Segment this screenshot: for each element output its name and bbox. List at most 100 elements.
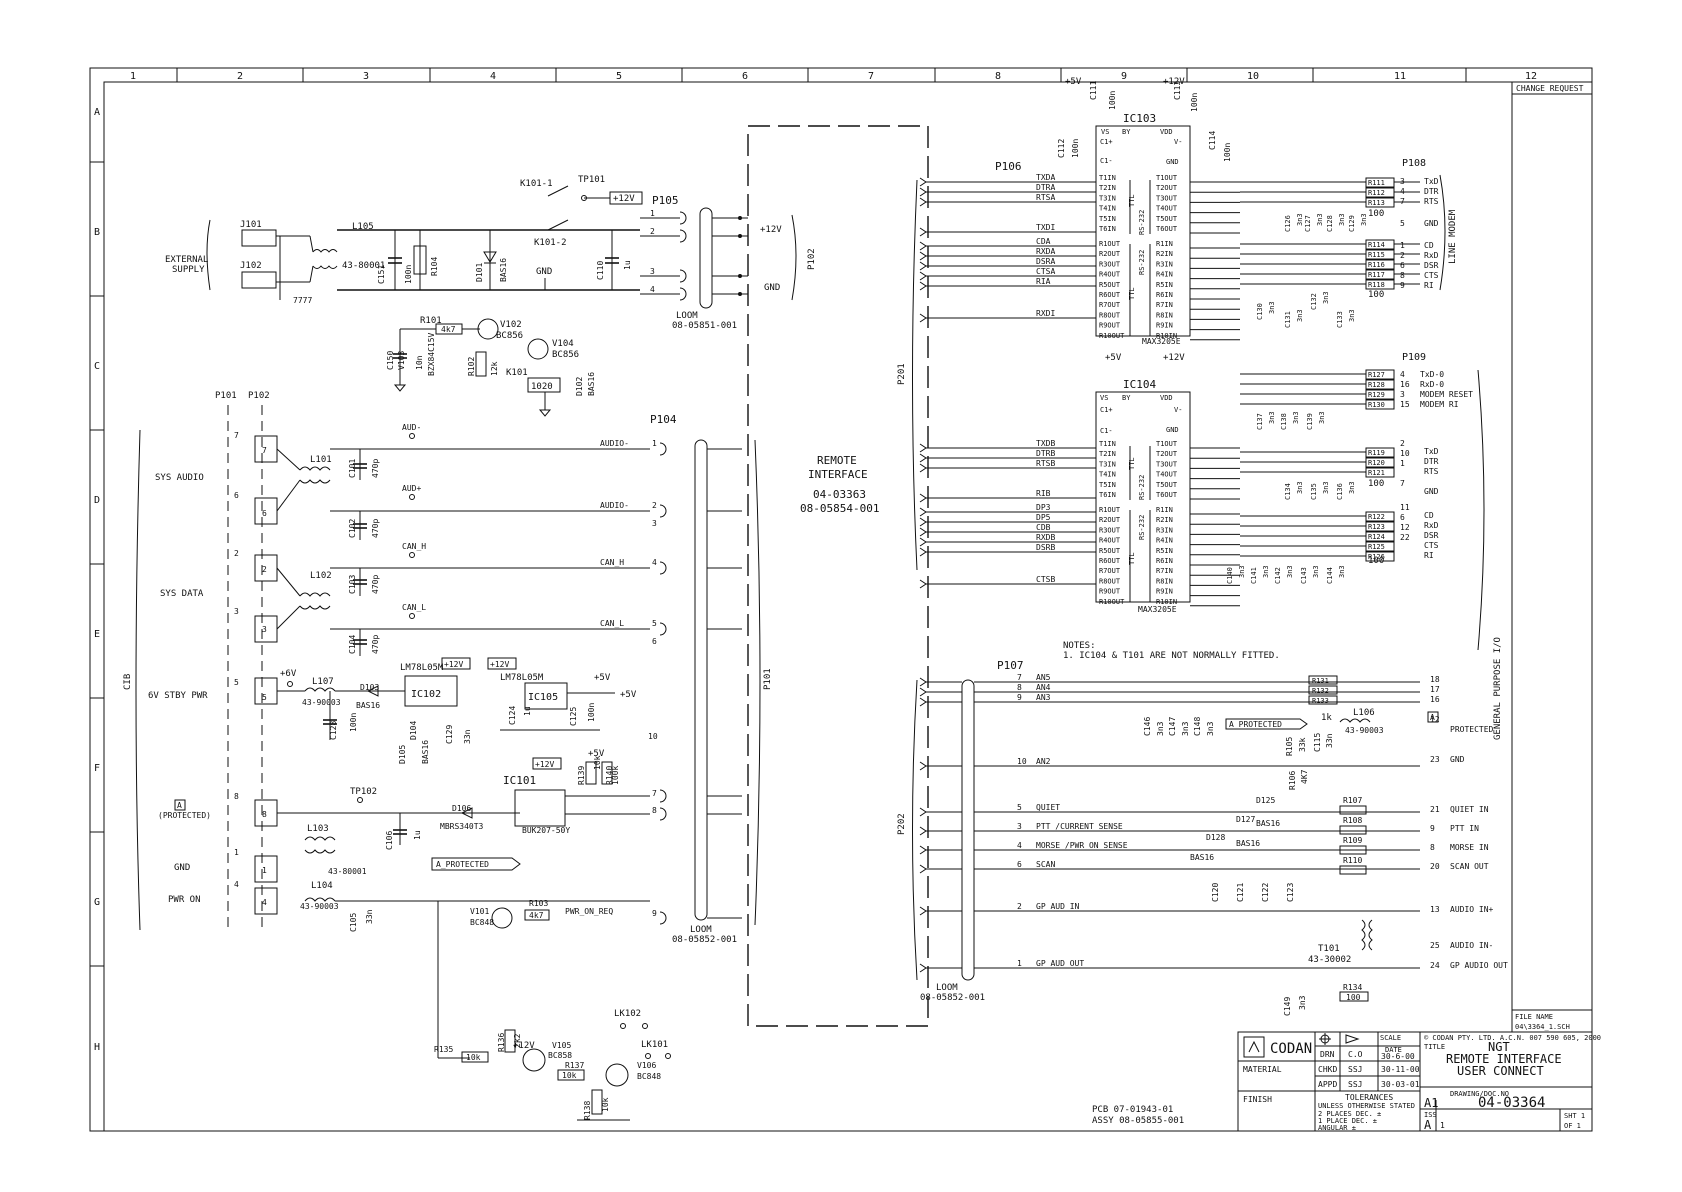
- supply-brace: [206, 219, 211, 291]
- supply-label: SUPPLY: [172, 265, 205, 275]
- svg-text:MATERIAL: MATERIAL: [1243, 1065, 1282, 1074]
- p109-signal: TxD-0: [1420, 370, 1444, 379]
- p108-signal: RxD: [1424, 251, 1439, 260]
- svg-text:R103: R103: [529, 899, 548, 908]
- ic-pin-label: R9IN: [1156, 322, 1173, 330]
- svg-text:6V STBY PWR: 6V STBY PWR: [148, 691, 208, 701]
- svg-text:12k: 12k: [490, 361, 499, 376]
- svg-text:1: 1: [234, 848, 239, 857]
- col-label: 1: [130, 71, 136, 82]
- col-label: 9: [1121, 71, 1127, 82]
- svg-text:4: 4: [650, 285, 655, 294]
- p108-pin: 9: [1400, 281, 1405, 290]
- svg-text:C149: C149: [1283, 997, 1292, 1016]
- p108-resistor-label: R114: [1368, 241, 1385, 249]
- svg-text:C104: C104: [348, 635, 357, 654]
- p107-signal: SCAN: [1036, 860, 1055, 869]
- p109-signal: MODEM RESET: [1420, 390, 1473, 399]
- ic-pin-label: R6IN: [1156, 291, 1173, 299]
- svg-text:D102: D102: [575, 377, 584, 396]
- p109-pin: 16: [1400, 380, 1410, 389]
- svg-text:+12V: +12V: [490, 660, 509, 669]
- svg-text:3n3: 3n3: [1181, 721, 1190, 736]
- p107-right-label: PROTECTED: [1450, 725, 1494, 734]
- plus12v-flag: [609, 191, 643, 205]
- svg-text:DATE: DATE: [1385, 1046, 1402, 1054]
- svg-text:TOLERANCES: TOLERANCES: [1345, 1093, 1393, 1102]
- svg-text:100: 100: [1346, 993, 1361, 1002]
- svg-text:30-11-00: 30-11-00: [1381, 1065, 1420, 1074]
- svg-text:RS-232: RS-232: [1138, 250, 1146, 275]
- svg-text:C101: C101: [348, 459, 357, 478]
- svg-text:470p: 470p: [371, 459, 380, 478]
- p109-resistor-label: R128: [1368, 381, 1385, 389]
- col-label: 3: [363, 71, 369, 82]
- svg-text:BAS16: BAS16: [1256, 819, 1280, 828]
- p109-capacitor-value: 3n3: [1318, 411, 1326, 424]
- ic-pin-label: R3IN: [1156, 260, 1173, 268]
- p109-resistor-label: R127: [1368, 371, 1385, 379]
- p108-signal: CTS: [1424, 271, 1439, 280]
- p107-right-pin: 17: [1430, 685, 1440, 694]
- svg-text:P106: P106: [995, 160, 1022, 173]
- p109-capacitor: C143: [1300, 567, 1308, 584]
- svg-text:8: 8: [652, 806, 657, 815]
- svg-text:IC101: IC101: [503, 774, 536, 787]
- svg-text:100n: 100n: [1190, 93, 1199, 112]
- col-label: 8: [995, 71, 1001, 82]
- p109-signal: RxD: [1424, 521, 1439, 530]
- ic-pin-label: R2IN: [1156, 250, 1173, 258]
- svg-text:4k7: 4k7: [441, 325, 456, 334]
- ic-pin-label: R3OUT: [1099, 526, 1121, 534]
- svg-text:+12V: +12V: [613, 194, 635, 204]
- ic-input-signal: DSRA: [1036, 257, 1055, 266]
- ic-pin-label: R1IN: [1156, 240, 1173, 248]
- p108-pin: 1: [1400, 241, 1405, 250]
- svg-text:4k7: 4k7: [529, 911, 544, 920]
- row-label: G: [94, 897, 100, 908]
- col-label: 12: [1525, 71, 1537, 82]
- svg-text:BAS16: BAS16: [356, 701, 380, 710]
- p107-signal: AN2: [1036, 757, 1051, 766]
- svg-text:470p: 470p: [371, 519, 380, 538]
- p109-pin: 11: [1400, 503, 1410, 512]
- ic104-body: [1095, 391, 1191, 603]
- p107-right-label: AUDIO IN+: [1450, 905, 1494, 914]
- svg-text:2k2: 2k2: [513, 1033, 522, 1048]
- svg-text:BC856: BC856: [552, 350, 579, 360]
- svg-text:R137: R137: [565, 1061, 584, 1070]
- svg-text:100n: 100n: [349, 713, 358, 732]
- p109-capacitor-value: 3n3: [1262, 565, 1270, 578]
- svg-text:LM78L05M: LM78L05M: [500, 673, 544, 683]
- svg-text:04-03364: 04-03364: [1478, 1095, 1545, 1111]
- ic-pin-label: R6OUT: [1099, 557, 1121, 565]
- p107-right-pin: 18: [1430, 675, 1440, 684]
- ic-input-signal: DTRB: [1036, 449, 1055, 458]
- svg-text:CAN_L: CAN_L: [402, 603, 426, 612]
- svg-text:TP102: TP102: [350, 787, 377, 797]
- svg-text:R108: R108: [1343, 816, 1362, 825]
- svg-text:C120: C120: [1211, 883, 1220, 902]
- ic-pin-label: T3IN: [1099, 460, 1116, 468]
- svg-text:PWR_ON_REQ: PWR_ON_REQ: [565, 907, 613, 916]
- svg-text:43-80001: 43-80001: [328, 867, 367, 876]
- svg-text:2: 2: [650, 227, 655, 236]
- ic-pin-label: T5IN: [1099, 215, 1116, 223]
- p109-pin: 1: [1400, 459, 1405, 468]
- svg-text:R110: R110: [1343, 856, 1362, 865]
- svg-text:DRAWING/DOC.NO: DRAWING/DOC.NO: [1450, 1090, 1509, 1098]
- svg-text:BZX84C15V: BZX84C15V: [427, 332, 436, 376]
- v104-transistor: [527, 338, 549, 360]
- p109-pin: 4: [1400, 370, 1405, 379]
- ic-pin-label: T3OUT: [1156, 460, 1178, 468]
- j101-label: J101: [240, 220, 262, 230]
- svg-text:R131: R131: [1312, 677, 1329, 685]
- svg-text:GND: GND: [536, 267, 552, 277]
- ic-pin-label: T6IN: [1099, 491, 1116, 499]
- svg-text:43-90003: 43-90003: [1345, 726, 1384, 735]
- p107-pin: 6: [1017, 860, 1022, 869]
- inner-frame: [103, 81, 1593, 1132]
- p109-pin: 7: [1400, 479, 1405, 488]
- ic-pin-label: T3IN: [1099, 194, 1116, 202]
- svg-text:ISS: ISS: [1424, 1111, 1437, 1119]
